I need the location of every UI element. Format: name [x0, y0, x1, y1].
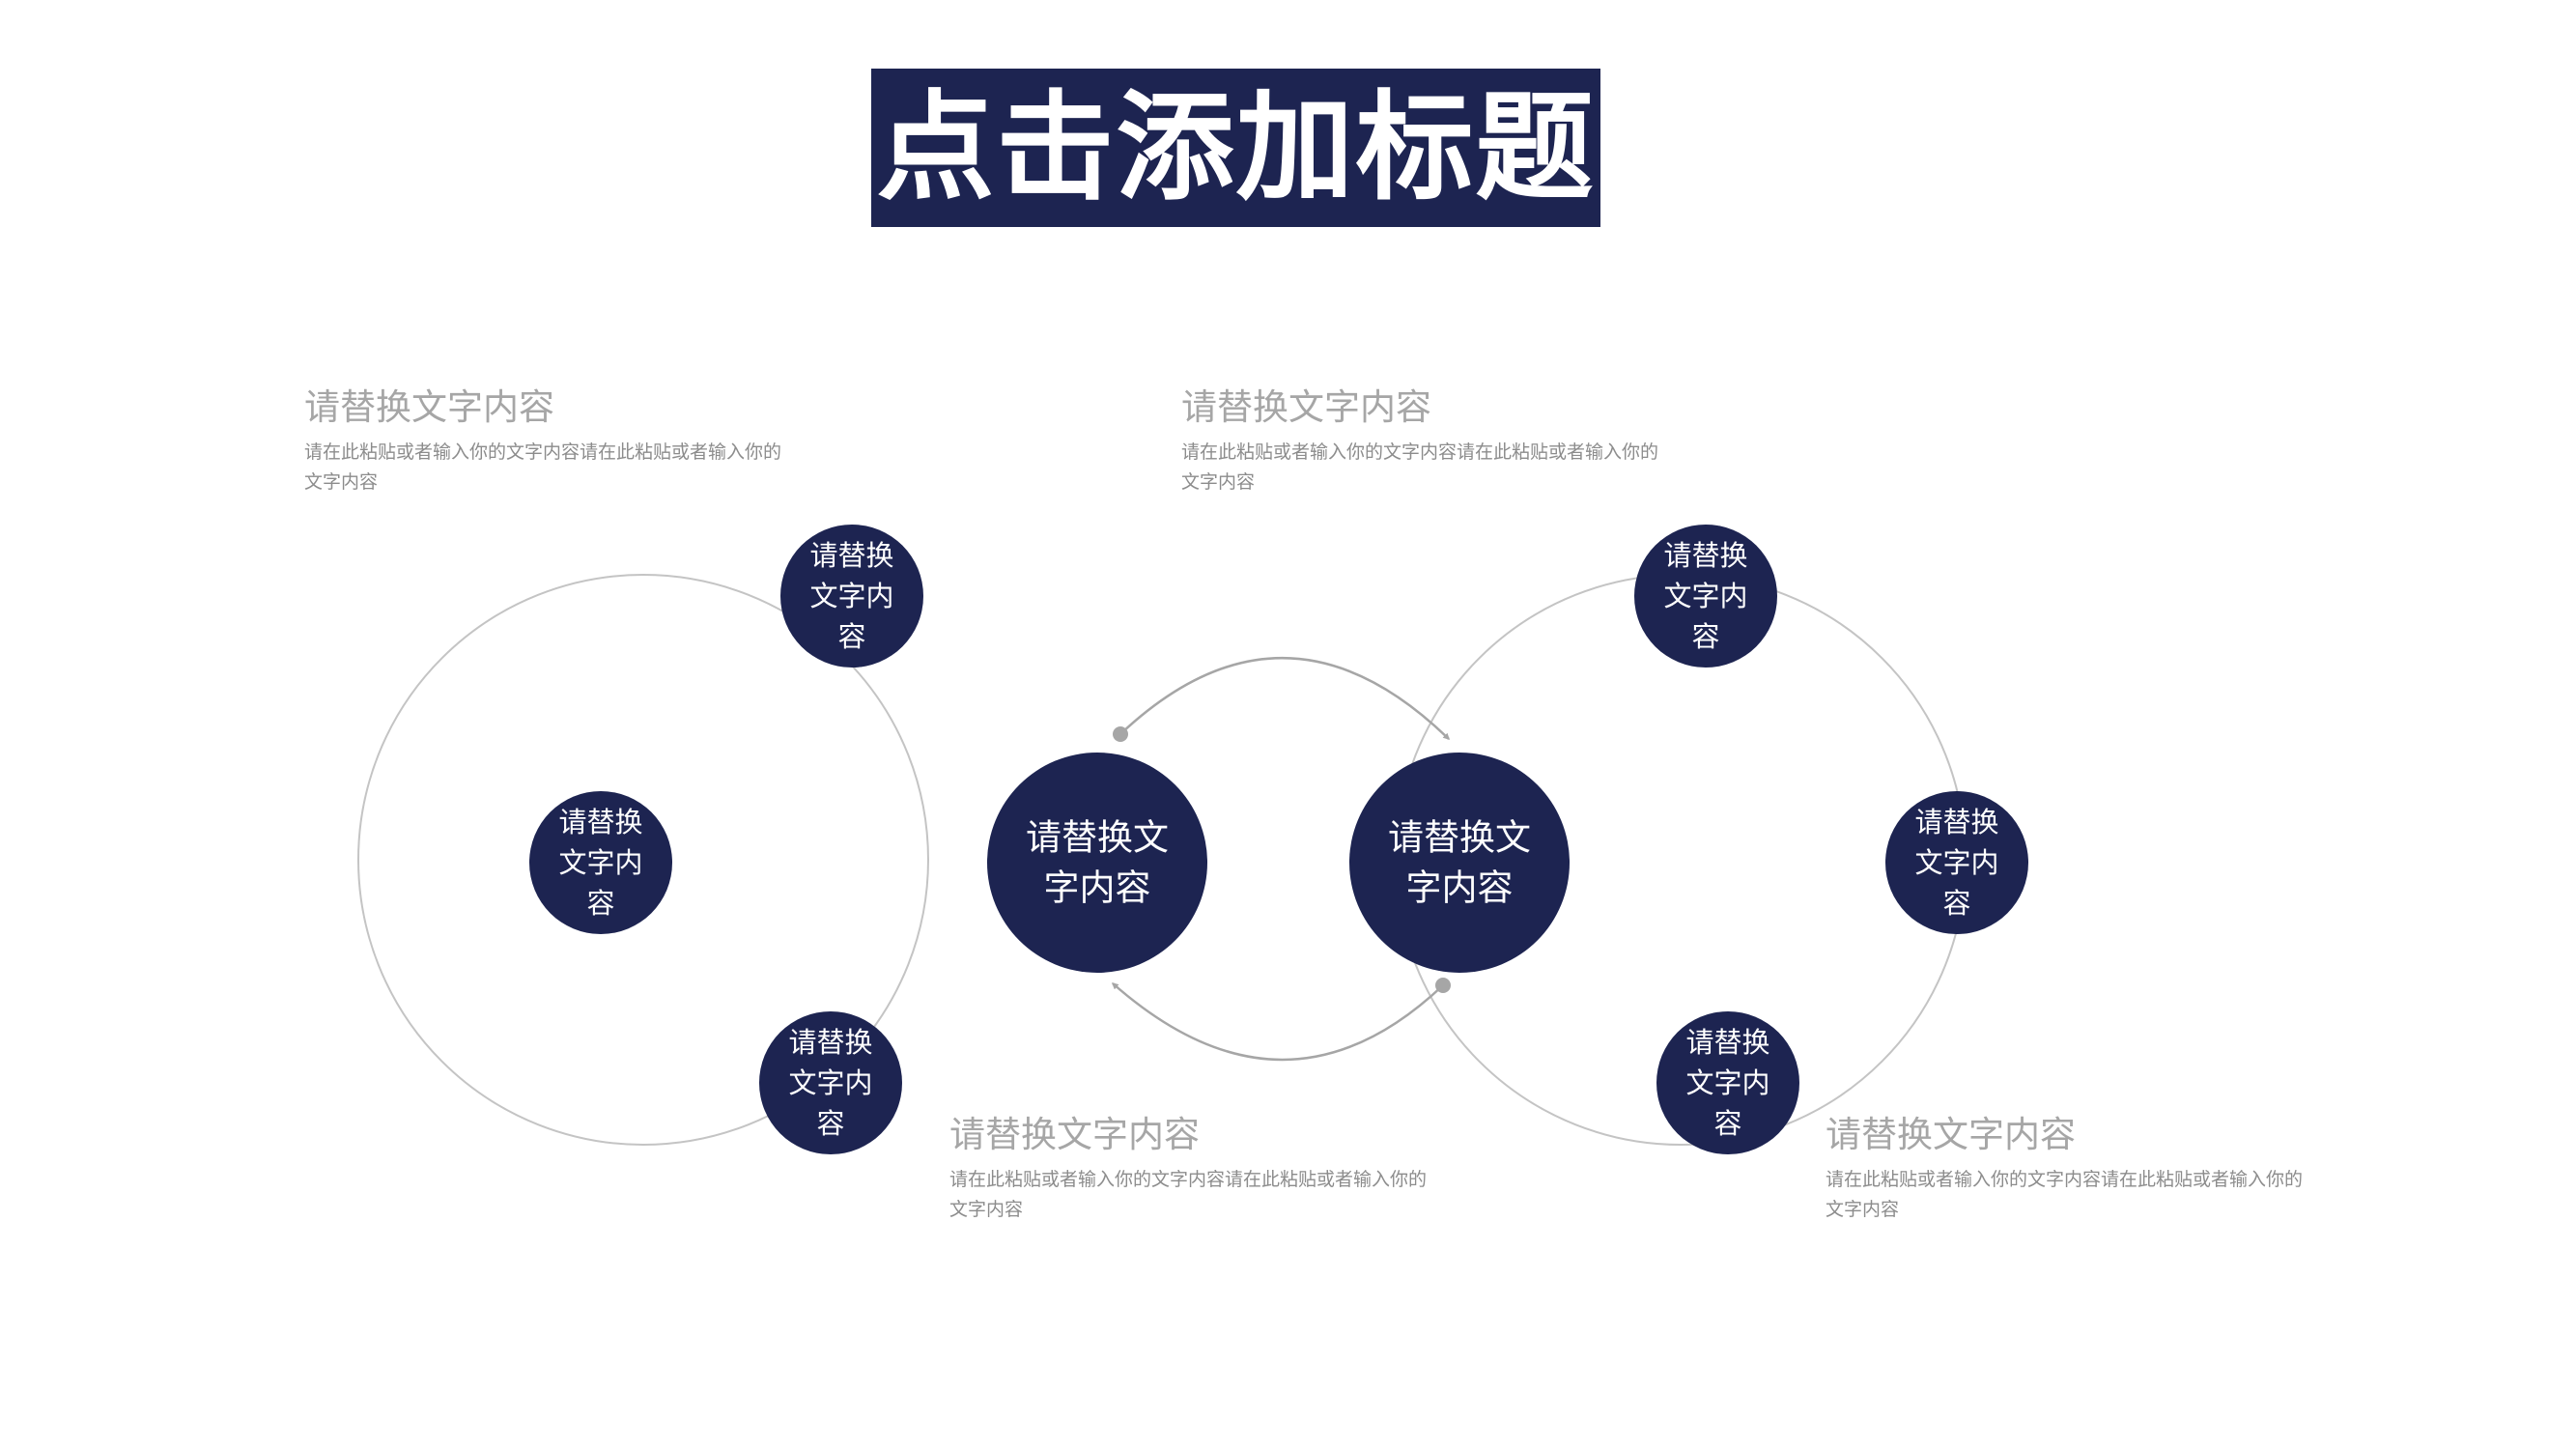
left-node-2-label: 容: [586, 887, 614, 920]
left-node-1-circle: [780, 525, 923, 668]
left-node-3-label: 请替换: [788, 1026, 872, 1059]
left-node-2-circle: [529, 791, 672, 934]
right-node-3-circle: [1656, 1011, 1799, 1154]
right-node-1: 请替换文字内容: [1634, 525, 1777, 668]
left-node-2-label: 请替换: [558, 806, 642, 838]
hub-node-1-label: 字内容: [1044, 867, 1151, 909]
arrow-bottom: [1111, 982, 1444, 1062]
text-block-top-center: 请替换文字内容 请在此粘贴或者输入你的文字内容请在此粘贴或者输入你的文字内容: [1181, 386, 1659, 497]
hub-node-1: 请替换文字内容: [987, 753, 1207, 973]
right-node-1-label: 文字内: [1663, 580, 1747, 612]
right-node-3-label: 请替换: [1685, 1026, 1769, 1059]
text-block-body: 请在此粘贴或者输入你的文字内容请在此粘贴或者输入你的文字内容: [1826, 1168, 2304, 1220]
hub-node-1-circle: [987, 753, 1207, 973]
left-node-3-label: 容: [816, 1107, 844, 1140]
right-node-3: 请替换文字内容: [1656, 1011, 1799, 1154]
text-block-body: 请在此粘贴或者输入你的文字内容请在此粘贴或者输入你的文字内容: [304, 440, 782, 493]
right-node-3-label: 容: [1713, 1107, 1741, 1140]
left-node-3: 请替换文字内容: [759, 1011, 902, 1154]
right-node-2: 请替换文字内容: [1885, 791, 2028, 934]
arrow-top: [1119, 657, 1451, 740]
text-block-heading: 请替换文字内容: [949, 1114, 1200, 1155]
hub-node-2-label: 请替换文: [1388, 817, 1531, 859]
right-node-1-circle: [1634, 525, 1777, 668]
left-node-2: 请替换文字内容: [529, 791, 672, 934]
hub-node-2-circle: [1349, 753, 1570, 973]
left-node-1-label: 文字内: [809, 580, 893, 612]
text-block-bottom-right: 请替换文字内容 请在此粘贴或者输入你的文字内容请在此粘贴或者输入你的文字内容: [1826, 1114, 2304, 1225]
text-block-body: 请在此粘贴或者输入你的文字内容请在此粘贴或者输入你的文字内容: [1181, 440, 1659, 493]
right-node-1-label: 请替换: [1663, 539, 1747, 572]
title-banner: 点击添加标题: [871, 69, 1600, 227]
arrow-top-start-dot: [1113, 726, 1128, 742]
right-node-3-label: 文字内: [1685, 1066, 1769, 1099]
right-node-2-label: 文字内: [1914, 846, 1998, 879]
text-block-heading: 请替换文字内容: [304, 386, 554, 428]
text-block-bottom-center: 请替换文字内容 请在此粘贴或者输入你的文字内容请在此粘贴或者输入你的文字内容: [949, 1114, 1428, 1225]
left-node-1: 请替换文字内容: [780, 525, 923, 668]
text-block-top-left: 请替换文字内容 请在此粘贴或者输入你的文字内容请在此粘贴或者输入你的文字内容: [304, 386, 787, 497]
left-node-1-label: 容: [837, 620, 865, 653]
page-title: 点击添加标题: [876, 79, 1596, 216]
text-block-heading: 请替换文字内容: [1826, 1114, 2076, 1155]
hub-node-2-label: 字内容: [1406, 867, 1514, 909]
left-node-3-circle: [759, 1011, 902, 1154]
left-node-1-label: 请替换: [809, 539, 893, 572]
right-node-2-label: 请替换: [1914, 806, 1998, 838]
left-orbit-ring: [357, 574, 929, 1146]
left-node-2-label: 文字内: [558, 846, 642, 879]
right-node-2-label: 容: [1942, 887, 1970, 920]
arrow-bottom-start-dot: [1435, 978, 1451, 993]
text-block-heading: 请替换文字内容: [1181, 386, 1431, 428]
left-node-3-label: 文字内: [788, 1066, 872, 1099]
right-node-2-circle: [1885, 791, 2028, 934]
hub-node-1-label: 请替换文: [1026, 817, 1169, 859]
right-node-1-label: 容: [1691, 620, 1719, 653]
hub-node-2: 请替换文字内容: [1349, 753, 1570, 973]
text-block-body: 请在此粘贴或者输入你的文字内容请在此粘贴或者输入你的文字内容: [949, 1168, 1428, 1220]
